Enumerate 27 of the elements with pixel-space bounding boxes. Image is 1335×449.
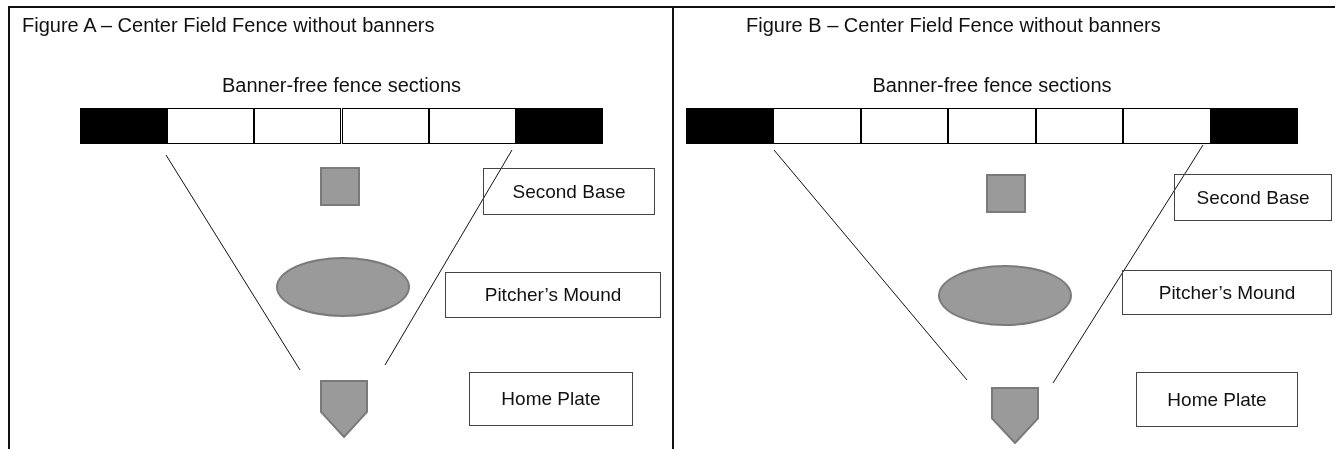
bannered-fence-section	[515, 108, 603, 144]
label-box: Home Plate	[469, 372, 633, 426]
fence-section	[1035, 108, 1124, 144]
figure-panel	[672, 6, 1335, 449]
fence-heading: Banner-free fence sections	[221, 74, 462, 97]
fence-section	[254, 108, 342, 144]
figure-title: Figure A – Center Field Fence without banners	[22, 14, 435, 37]
label-box: Pitcher’s Mound	[445, 272, 661, 318]
fence-heading: Banner-free fence sections	[871, 74, 1113, 97]
bannered-fence-section	[1210, 108, 1298, 144]
label-box: Pitcher’s Mound	[1122, 270, 1332, 315]
figure-title: Figure B – Center Field Fence without banners	[746, 14, 1161, 37]
fence-section	[773, 108, 861, 144]
second-base	[986, 174, 1026, 213]
fence-section	[428, 108, 516, 144]
fence-section	[948, 108, 1036, 144]
fence-section	[341, 108, 429, 144]
bannered-fence-section	[80, 108, 168, 144]
label-box: Second Base	[1174, 174, 1332, 221]
label-box: Home Plate	[1136, 372, 1298, 427]
bannered-fence-section	[686, 108, 774, 144]
label-box: Second Base	[483, 168, 655, 215]
fence-section	[860, 108, 949, 144]
figure-panel	[8, 6, 672, 449]
fence-section	[167, 108, 255, 144]
second-base	[320, 167, 360, 206]
fence-section	[1123, 108, 1211, 144]
